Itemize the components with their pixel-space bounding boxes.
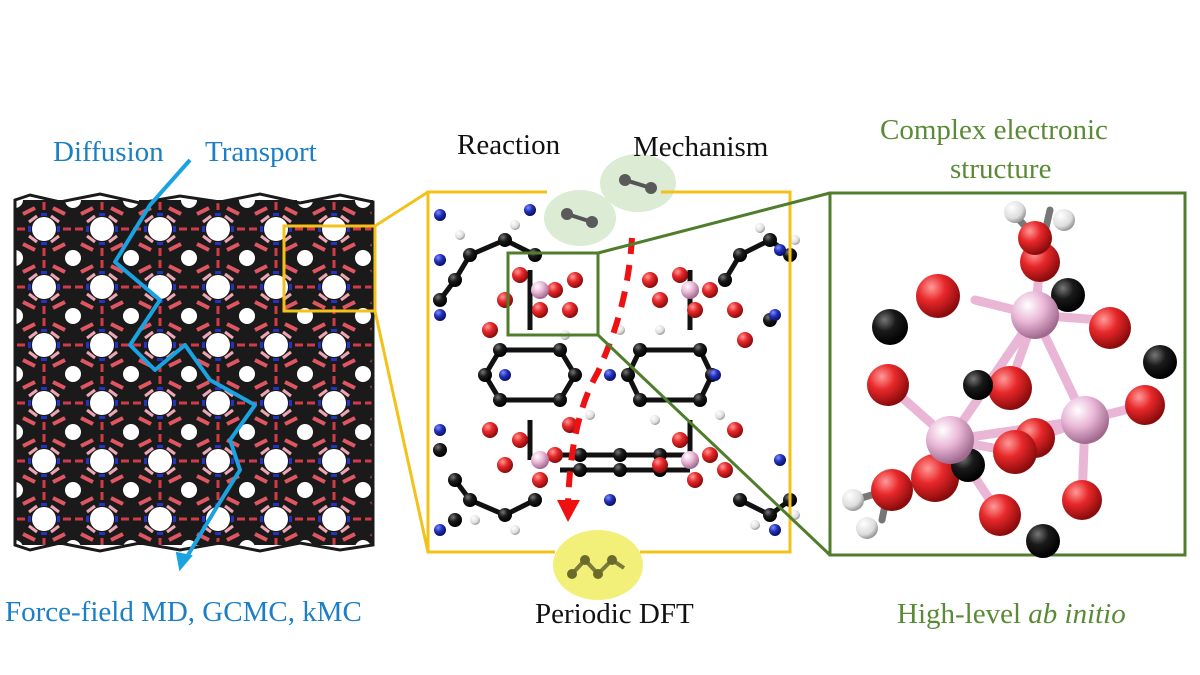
reaction-label: Reaction bbox=[457, 129, 561, 161]
diffusion-label: Diffusion bbox=[53, 136, 164, 168]
structure-label: structure bbox=[950, 153, 1052, 185]
ethylene-bubble-1 bbox=[544, 190, 616, 246]
green-connector-bottom bbox=[596, 333, 832, 557]
high-level-prefix: High-level bbox=[897, 598, 1029, 630]
diffusion-path bbox=[113, 158, 257, 562]
high-level-ab-initio-label: High-level ab initio bbox=[897, 600, 1126, 629]
periodic-cell-frame bbox=[426, 190, 792, 554]
ab-initio-italic: ab initio bbox=[1028, 598, 1126, 630]
transport-label: Transport bbox=[205, 136, 317, 168]
mof-lattice-left bbox=[13, 192, 375, 553]
zoom-box-middle bbox=[506, 251, 600, 337]
zoom-connector-top bbox=[374, 190, 429, 228]
ethylene-bubble-2 bbox=[600, 154, 676, 212]
zoom-box-left bbox=[282, 224, 377, 313]
zoom-connector-bottom bbox=[373, 310, 430, 553]
green-connector-top bbox=[597, 191, 831, 255]
product-butene-bubble bbox=[553, 530, 643, 600]
mechanism-label: Mechanism bbox=[633, 131, 769, 163]
reaction-pathway-arrow bbox=[565, 237, 635, 506]
metal-oxo-cluster bbox=[842, 201, 1177, 558]
mof-unit-cell bbox=[433, 204, 800, 536]
reaction-arrowhead bbox=[557, 500, 580, 522]
left-methods-label: Force-field MD, GCMC, kMC bbox=[5, 596, 362, 628]
periodic-dft-label: Periodic DFT bbox=[535, 598, 694, 630]
complex-electronic-label: Complex electronic bbox=[880, 114, 1108, 146]
diffusion-arrowhead bbox=[175, 551, 193, 572]
